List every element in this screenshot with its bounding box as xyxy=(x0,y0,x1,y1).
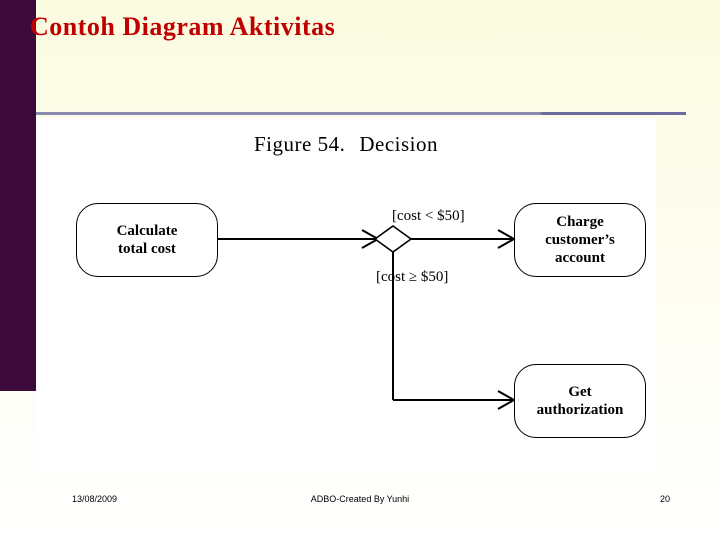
left-decoration-band xyxy=(0,0,48,540)
left-bar-lower xyxy=(0,382,48,391)
slide-footer: 13/08/2009 ADBO-Created By Yunhi 20 xyxy=(0,494,720,514)
title-divider-accent xyxy=(36,112,541,115)
activity-diagram-connectors xyxy=(216,225,517,410)
figure-caption-text: Decision xyxy=(359,132,438,156)
figure-caption-number: Figure 54. xyxy=(254,132,346,156)
footer-center-text: ADBO-Created By Yunhi xyxy=(310,494,410,504)
guard-condition-cost-at-least-50: [cost ≥ $50] xyxy=(376,269,449,285)
footer-page-number: 20 xyxy=(660,494,671,504)
page-title: Contoh Diagram Aktivitas xyxy=(30,12,336,41)
left-bar-upper xyxy=(0,0,36,382)
guard-condition-cost-less-than-50: [cost < $50] xyxy=(392,208,465,224)
figure-caption: Figure 54. Decision xyxy=(36,132,656,157)
footer-date: 13/08/2009 xyxy=(72,494,118,504)
